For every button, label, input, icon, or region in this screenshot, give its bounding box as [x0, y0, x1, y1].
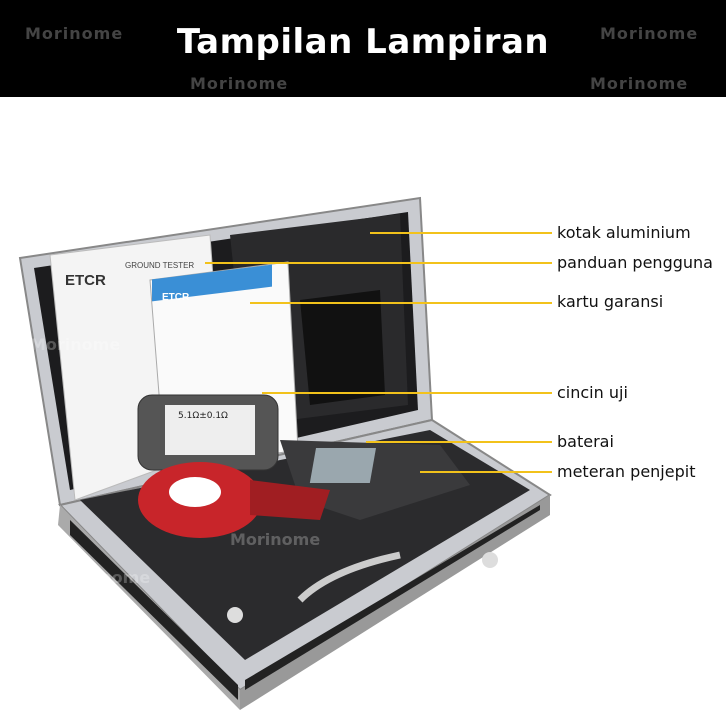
- ring-value: 5.1Ω±0.1Ω: [178, 411, 228, 421]
- product-photo: ETCR GROUND TESTER ETCR 5.1Ω±0.1Ω: [18, 196, 552, 710]
- manual-brand: ETCR: [65, 272, 106, 289]
- page-title: Tampilan Lampiran: [176, 22, 550, 62]
- callout-warranty-card: kartu garansi: [557, 292, 664, 311]
- watermark: Morinome: [60, 568, 151, 587]
- watermark: Morinome: [30, 335, 121, 354]
- callout-aluminium-case: kotak aluminium: [557, 223, 691, 242]
- watermark: Morinome: [600, 24, 699, 43]
- callout-user-manual: panduan pengguna: [557, 253, 713, 272]
- watermark: Morinome: [590, 74, 689, 93]
- watermark: Morinome: [230, 530, 321, 549]
- test-ring: 5.1Ω±0.1Ω: [137, 394, 279, 471]
- card-brand: ETCR: [162, 292, 190, 303]
- callout-battery: baterai: [557, 432, 614, 451]
- watermark: Morinome: [190, 74, 289, 93]
- manual-title: GROUND TESTER: [125, 261, 194, 270]
- leader-lines: [205, 232, 552, 473]
- clamp-meter: [138, 440, 470, 538]
- header-banner: Morinome Morinome Morinome Morinome Tamp…: [0, 0, 726, 97]
- watermark: Morinome: [25, 24, 124, 43]
- callout-clamp-meter: meteran penjepit: [557, 462, 696, 481]
- callout-test-ring: cincin uji: [557, 383, 628, 402]
